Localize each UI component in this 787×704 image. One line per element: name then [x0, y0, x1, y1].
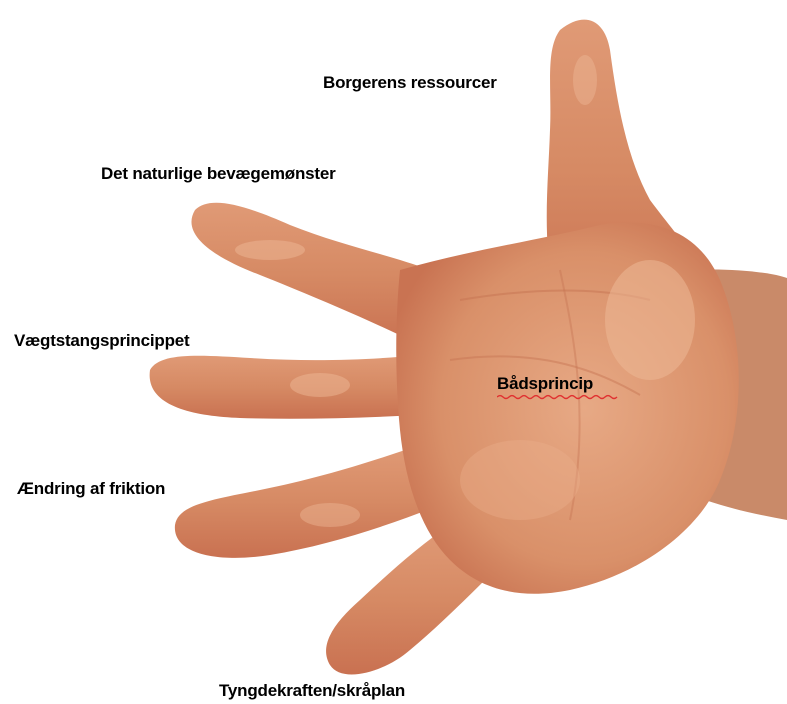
middle-finger-shape — [150, 355, 420, 419]
label-middle-finger: Vægtstangsprincippet — [14, 331, 189, 351]
finger-highlight — [290, 373, 350, 397]
palm-shape — [396, 222, 739, 593]
finger-highlight — [573, 55, 597, 105]
label-index-finger: Det naturlige bevægemønster — [101, 164, 336, 184]
label-palm: Bådsprincip — [497, 374, 593, 394]
label-ring-finger: Ændring af friktion — [17, 479, 165, 499]
ring-finger-shape — [175, 445, 440, 558]
finger-highlight — [300, 503, 360, 527]
spellcheck-underline — [497, 394, 622, 400]
index-finger-shape — [191, 203, 430, 345]
palm-highlight — [605, 260, 695, 380]
label-little-finger: Tyngdekraften/skråplan — [219, 681, 405, 701]
finger-highlight — [235, 240, 305, 260]
palm-highlight — [460, 440, 580, 520]
label-thumb: Borgerens ressourcer — [323, 73, 497, 93]
